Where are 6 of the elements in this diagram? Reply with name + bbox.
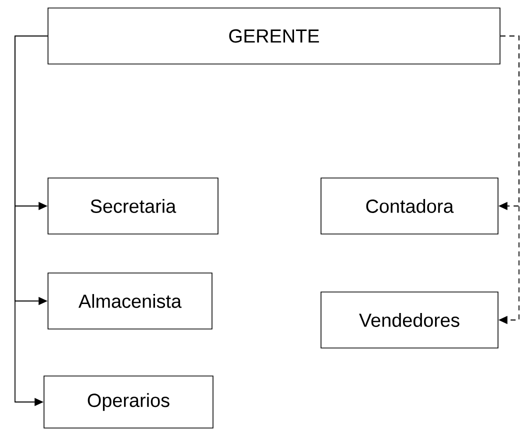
role-box: Secretaria [48, 178, 218, 234]
role-box: Almacenista [48, 272, 212, 330]
role-box: GERENTE [48, 8, 500, 64]
role-box: Vendedores [320, 292, 498, 348]
role-box: Contadora [320, 178, 498, 234]
role-box: Operarios [44, 376, 214, 428]
